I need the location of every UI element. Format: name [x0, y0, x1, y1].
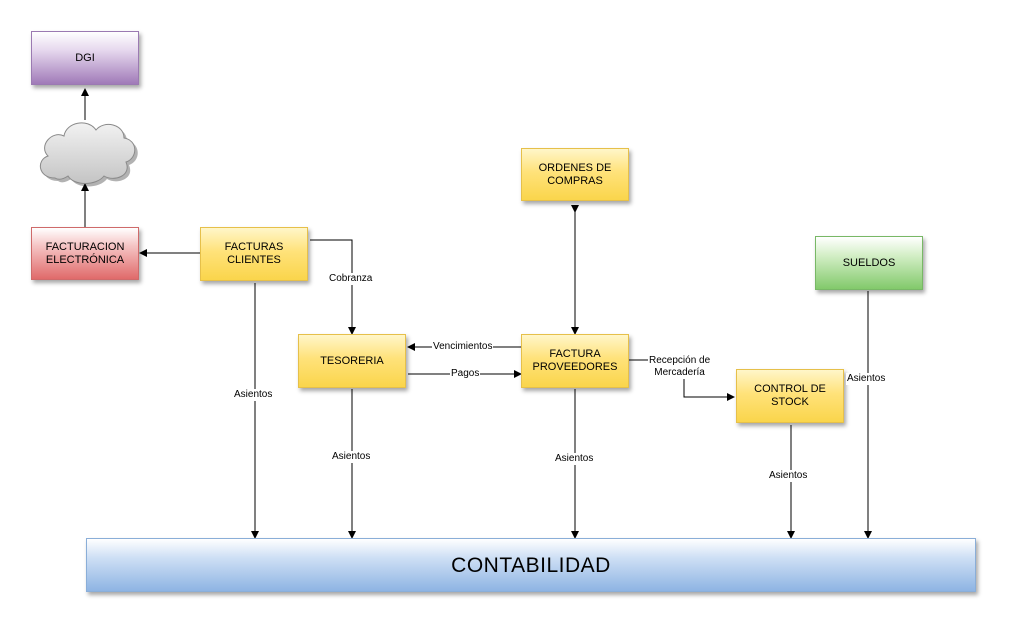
node-ordenes-de-compras: ORDENES DE COMPRAS: [521, 148, 629, 201]
edge-label-asientos-clientes: Asientos: [233, 389, 274, 401]
edge-label-cobranza: Cobranza: [328, 273, 374, 285]
cloud-shape: [39, 122, 136, 184]
node-ordenes-label: ORDENES DE COMPRAS: [538, 161, 612, 187]
node-dgi-label: DGI: [75, 51, 95, 64]
node-facturas-clientes: FACTURAS CLIENTES: [200, 227, 308, 281]
node-facturacion-electronica: FACTURACION ELECTRÓNICA: [31, 227, 139, 280]
edge-label-recepcion: Recepción de Mercadería: [648, 355, 712, 379]
node-control-stock-label: CONTROL DE STOCK: [754, 383, 826, 408]
node-dgi: DGI: [31, 31, 139, 85]
node-factura-proveedores: FACTURA PROVEEDORES: [521, 334, 629, 388]
node-contabilidad: CONTABILIDAD: [86, 538, 976, 592]
node-facturas-clientes-label: FACTURAS CLIENTES: [224, 241, 284, 266]
node-sueldos: SUELDOS: [815, 236, 923, 290]
edge-label-asientos-stock: Asientos: [768, 470, 809, 482]
node-control-de-stock: CONTROL DE STOCK: [736, 369, 844, 423]
arrow-cobranza: [310, 239, 356, 335]
node-tesoreria: TESORERIA: [298, 334, 406, 388]
edge-label-asientos-tesoreria: Asientos: [331, 451, 372, 463]
edge-label-pagos: Pagos: [450, 368, 481, 380]
edge-label-asientos-proveedores: Asientos: [554, 453, 595, 465]
node-factura-proveedores-label: FACTURA PROVEEDORES: [532, 348, 618, 373]
edge-label-asientos-sueldos: Asientos: [846, 373, 887, 385]
edge-label-vencimientos: Vencimientos: [432, 341, 494, 353]
node-tesoreria-label: TESORERIA: [320, 354, 384, 367]
node-sueldos-label: SUELDOS: [842, 256, 896, 269]
node-contabilidad-label: CONTABILIDAD: [451, 553, 611, 577]
node-facturacion-label: FACTURACION ELECTRÓNICA: [45, 240, 125, 266]
